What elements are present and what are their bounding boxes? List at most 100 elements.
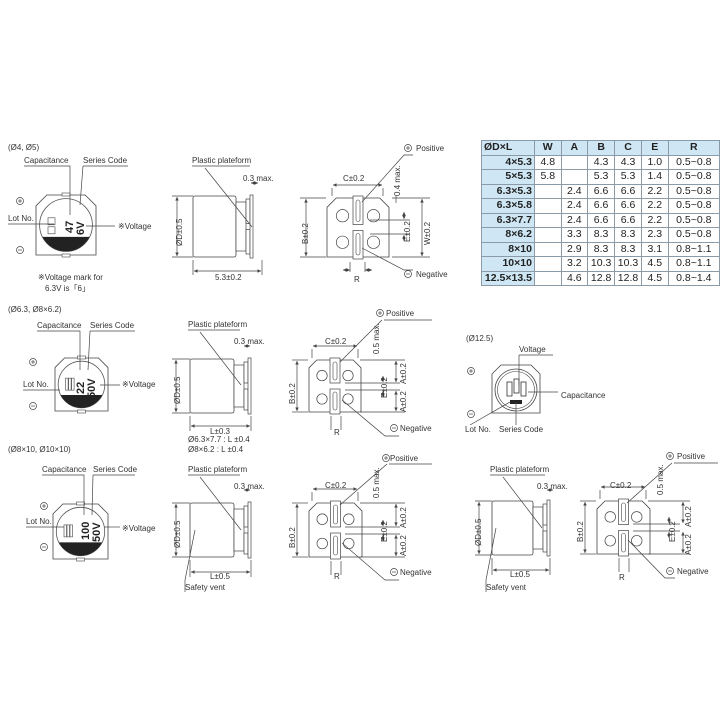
pad-hole (631, 535, 643, 547)
marking-block (520, 381, 527, 397)
r-dim-label: R (334, 428, 340, 437)
table-cell: 6.6 (614, 198, 642, 214)
series-code-label: Series Code (499, 425, 544, 434)
c-dim-label: C±0.2 (610, 481, 632, 490)
table-cell: 10.3 (587, 256, 616, 272)
seat-plate (247, 357, 252, 415)
table-cell: 6.6 (614, 212, 642, 228)
capacitance-label: Capacitance (561, 391, 606, 400)
table-cell (533, 183, 562, 199)
b-dim-label: B±0.2 (288, 383, 297, 404)
table-cell: 8.3 (614, 227, 642, 243)
safety-vent-label: Safety vent (486, 583, 527, 592)
leader-line (469, 401, 511, 426)
capacitor-side-view (189, 501, 252, 559)
lot-mark (69, 524, 73, 538)
diameter-label: ØD±0.5 (175, 218, 184, 246)
circle (40, 502, 48, 510)
tab (61, 253, 71, 258)
seat-plate (247, 501, 252, 559)
plus-icon (40, 502, 48, 510)
plus-icon (467, 367, 475, 375)
plus-icon (376, 309, 384, 317)
leader-line (502, 476, 543, 529)
pad-hole (342, 370, 354, 382)
circle (29, 358, 37, 366)
leader-line (361, 247, 413, 271)
terminal (621, 502, 626, 522)
table-cell: 1.0 (640, 154, 669, 170)
tab (77, 355, 86, 360)
circle (376, 309, 384, 317)
length-label: L±0.5 (510, 570, 531, 579)
max-label: 0.3 max. (537, 482, 568, 491)
section-title: (Ø4, Ø5) (8, 143, 39, 152)
minus-icon (29, 402, 37, 410)
tab (76, 501, 85, 506)
plastic-plateform-label: Plastic plateform (192, 156, 251, 165)
series-code-label: Series Code (83, 156, 128, 165)
body (491, 500, 534, 556)
minus-icon (390, 424, 398, 432)
leader-line (626, 462, 673, 504)
leader-line (87, 330, 91, 371)
leader-line (627, 539, 675, 579)
table-cell: 0.8~1.4 (667, 270, 720, 286)
body (189, 502, 235, 558)
minus-icon (40, 543, 48, 551)
capacitance-label: Capacitance (42, 465, 87, 474)
negative-label: Negative (400, 424, 432, 433)
terminal (542, 503, 548, 526)
lot-no-label: Lot No. (26, 517, 52, 526)
pad-hole (366, 209, 381, 223)
pad-hole (604, 535, 616, 547)
length-label: L±0.5 (210, 572, 231, 581)
table-cell: 8.3 (587, 227, 616, 243)
table-cell: 2.2 (640, 212, 669, 228)
table-cell: 5.3 (614, 169, 642, 185)
terminal (243, 361, 249, 384)
section-title: (Ø6.3, Ø8×6.2) (8, 305, 62, 314)
lot-mark (63, 524, 67, 538)
circle (40, 543, 48, 551)
plateform (233, 364, 245, 408)
c-dim-label: C±0.2 (343, 174, 365, 183)
voltage-label: ※Voltage (122, 380, 156, 389)
lot-mark (68, 377, 72, 391)
terminal (542, 530, 548, 553)
minus-icon (390, 568, 398, 576)
pad-hole (316, 370, 328, 382)
table-cell: 4.8 (533, 154, 562, 170)
table-cell: 3.1 (640, 241, 669, 257)
terminal (332, 361, 338, 381)
terminal (621, 533, 626, 553)
table-cell: 5.8 (533, 169, 562, 185)
table-cell: 4.3 (587, 154, 616, 170)
leader-line (341, 399, 399, 437)
voltage-mark: 6V (75, 221, 87, 235)
diameter-label: ØD±0.5 (474, 518, 483, 546)
diameter-label: ØD±0.5 (173, 376, 182, 404)
table-cell: 2.3 (640, 227, 669, 243)
e-dim-label: E±0.2 (403, 221, 412, 242)
term-max-label: 0.5 max. (656, 464, 665, 495)
negative-stripe (42, 236, 90, 252)
section-title: (Ø8×10, Ø10×10) (8, 445, 71, 454)
plus-icon (16, 197, 24, 205)
table-cell: 12.5×13.5 (481, 270, 535, 286)
table-cell: 6.3×5.3 (481, 183, 535, 199)
table-cell: 8×6.2 (481, 227, 535, 243)
tab (77, 409, 86, 414)
leader-line (79, 165, 84, 206)
positive-label: Positive (416, 144, 445, 153)
diameter-label: ØD±0.5 (173, 520, 182, 548)
terminal (355, 233, 361, 256)
table-cell: 4.3 (614, 154, 642, 170)
negative-stripe (58, 542, 103, 556)
table-cell: 6.6 (587, 198, 616, 214)
lot-mark (65, 377, 69, 391)
e-dim-label: E±0.2 (380, 521, 389, 542)
term-max-label: 0.4 max. (393, 165, 402, 196)
table-cell: 3.2 (560, 256, 589, 272)
